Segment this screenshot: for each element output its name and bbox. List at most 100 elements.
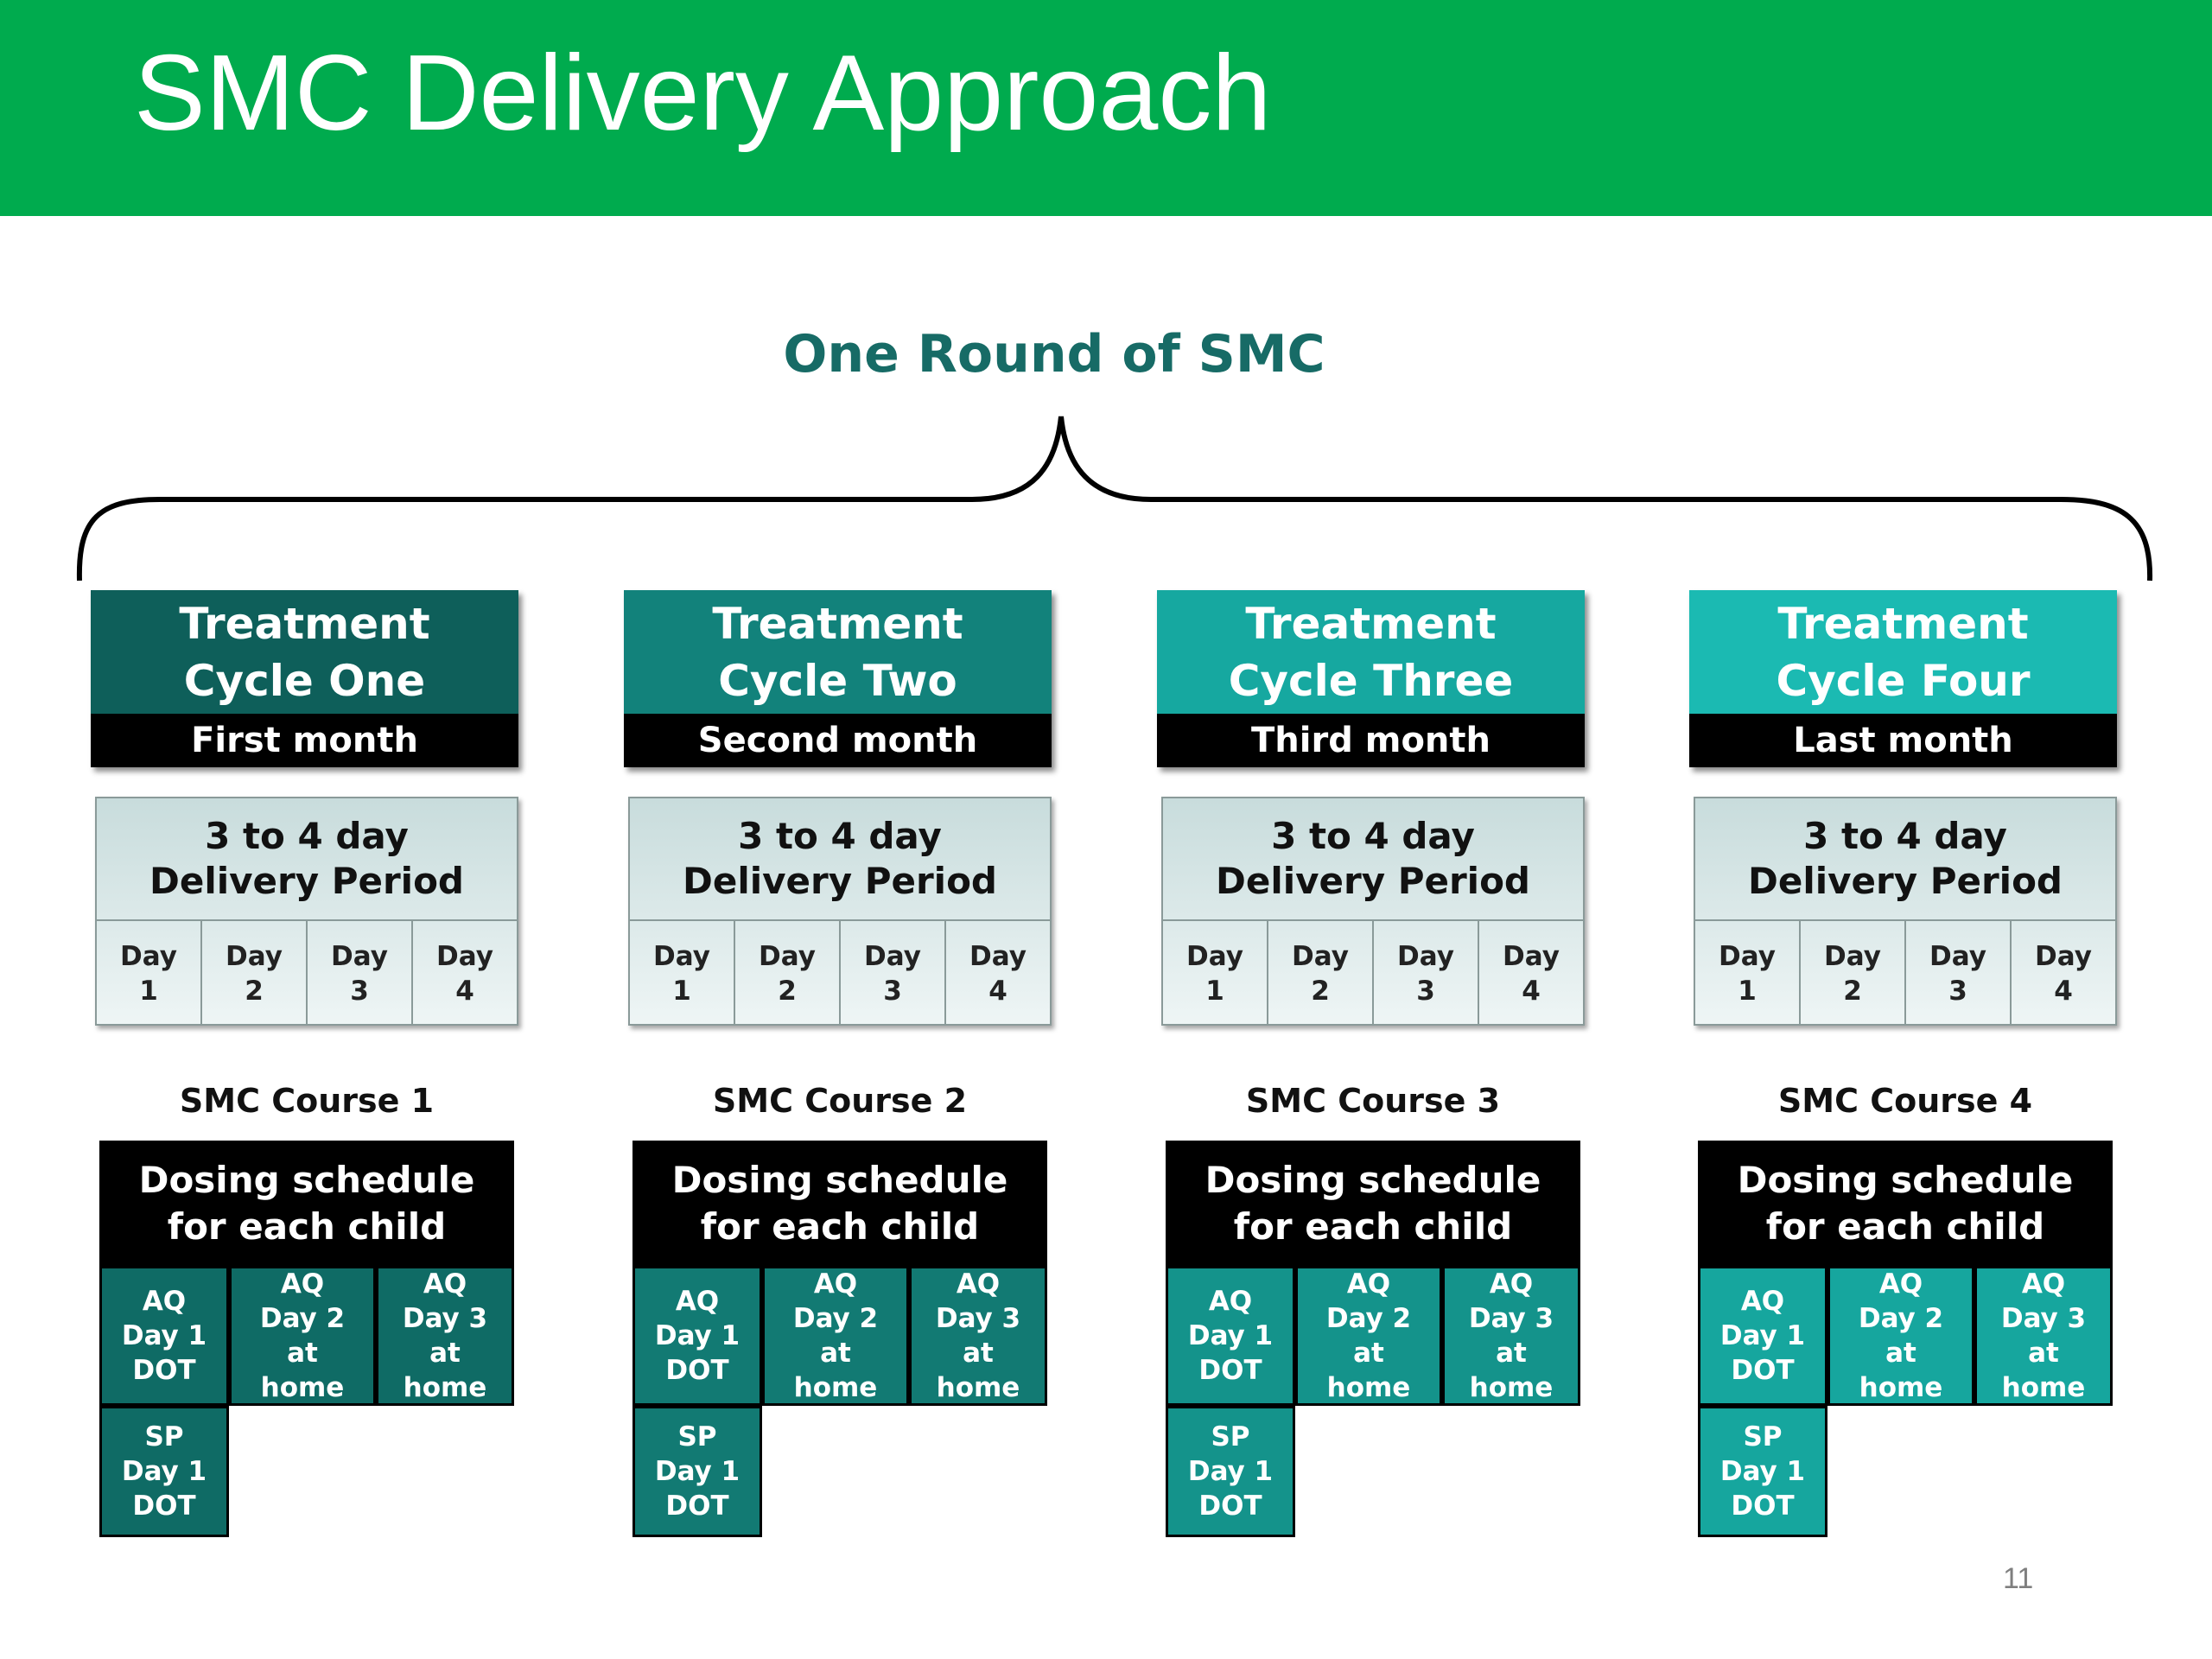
cell-line: 2 — [1843, 975, 1862, 1007]
cell-line: home — [403, 1372, 487, 1403]
cell-line: Day 2 — [259, 1303, 346, 1334]
cell-line: Day — [864, 940, 921, 972]
cell-line: Day — [226, 940, 283, 972]
cell-line: AQ — [142, 1286, 187, 1317]
cell-line: home — [1859, 1372, 1943, 1403]
cell-line: Day — [1292, 940, 1349, 972]
cell-line: AQ — [1740, 1286, 1785, 1317]
cell-line: home — [1469, 1372, 1554, 1403]
cell-line: at — [820, 1338, 851, 1369]
cell-line: Day — [969, 940, 1027, 972]
cell-line: 3 — [1416, 975, 1435, 1007]
cell-line: Day 1 — [1719, 1320, 1806, 1351]
cell-line: Day 3 — [402, 1303, 488, 1334]
cell-line: home — [936, 1372, 1020, 1403]
cell-line: at — [1353, 1338, 1384, 1369]
cell-line: 4 — [455, 975, 474, 1007]
treatment-cycle-month: Third month — [1157, 714, 1585, 767]
treatment-cycle-month: Second month — [624, 714, 1052, 767]
treatment-cycle-title: Treatment Cycle One — [91, 590, 518, 714]
cell-line: DOT — [1731, 1491, 1795, 1522]
cell-line: Day — [1397, 940, 1454, 972]
cell-line: Day — [1719, 940, 1776, 972]
cell-line: AQ — [423, 1268, 467, 1300]
cell-line: at — [429, 1338, 461, 1369]
cell-line: Day — [1186, 940, 1243, 972]
cell-line: AQ — [813, 1268, 858, 1300]
cell-line: Day — [653, 940, 710, 972]
delivery-period-title: 3 to 4 day Delivery Period — [1747, 815, 2063, 902]
cell-line: DOT — [665, 1355, 729, 1386]
cell-line: AQ — [2021, 1268, 2066, 1300]
cell-line: Day 2 — [792, 1303, 879, 1334]
cell-line: home — [1326, 1372, 1411, 1403]
cell-line: home — [2001, 1372, 2086, 1403]
cell-line: 4 — [2054, 975, 2073, 1007]
cell-line: SP — [1743, 1421, 1783, 1452]
delivery-period-title: 3 to 4 day Delivery Period — [149, 815, 464, 902]
dosing-schedule-title: Dosing schedule for each child — [99, 1141, 514, 1266]
cell-line: DOT — [665, 1491, 729, 1522]
cell-line: DOT — [1731, 1355, 1795, 1386]
cell-line: AQ — [956, 1268, 1001, 1300]
cell-line: Day — [1824, 940, 1881, 972]
cell-line: home — [260, 1372, 345, 1403]
page-number: 11 — [2003, 1562, 2034, 1595]
cell-line: Day 1 — [654, 1456, 741, 1487]
cell-line: AQ — [1489, 1268, 1534, 1300]
delivery-period-title: 3 to 4 day Delivery Period — [1215, 815, 1530, 902]
cell-line: 1 — [1205, 975, 1224, 1007]
cell-line: AQ — [280, 1268, 325, 1300]
dosing-schedule-title: Dosing schedule for each child — [1166, 1141, 1580, 1266]
treatment-cycle-title: Treatment Cycle Four — [1689, 590, 2117, 714]
cell-line: Day — [120, 940, 177, 972]
cell-line: 3 — [350, 975, 369, 1007]
cell-line: Day 2 — [1858, 1303, 1944, 1334]
cell-line: 4 — [1522, 975, 1541, 1007]
cell-line: Day — [436, 940, 493, 972]
course-label: SMC Course 1 — [179, 1082, 435, 1120]
cell-line: 1 — [139, 975, 158, 1007]
dosing-schedule-title: Dosing schedule for each child — [1698, 1141, 2113, 1266]
cell-line: Day — [1929, 940, 1986, 972]
dosing-schedule-title: Dosing schedule for each child — [632, 1141, 1047, 1266]
cell-line: Day — [1503, 940, 1560, 972]
cell-line: home — [793, 1372, 878, 1403]
